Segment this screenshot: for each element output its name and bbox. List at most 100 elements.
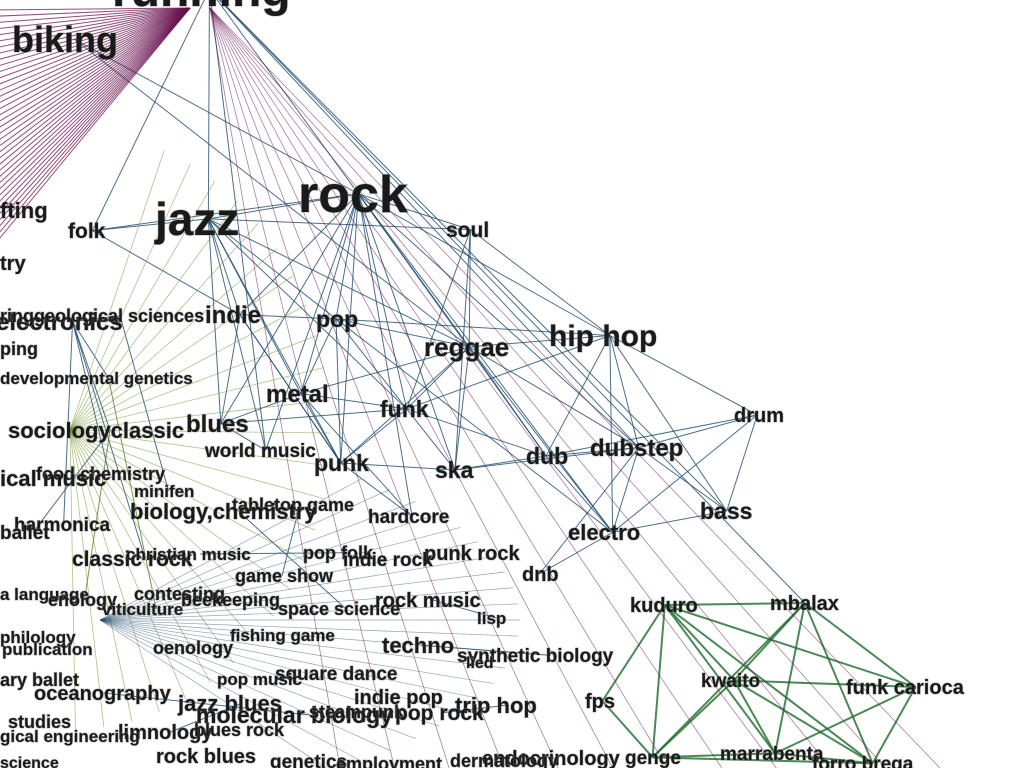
node-label-indie[interactable]: indie (204, 301, 261, 329)
cluster-edge (69, 429, 256, 642)
edge-sociology-ballet (32, 429, 111, 533)
node-label-reggae[interactable]: reggae (423, 331, 509, 362)
node-label-geological-sciences[interactable]: ringgeological sciences (0, 305, 205, 326)
node-label-drum[interactable]: drum (733, 404, 784, 427)
edge-hip_hop-drum (609, 335, 758, 416)
node-label-lisp[interactable]: lisp (476, 608, 506, 628)
node-label-techno[interactable]: techno (381, 632, 454, 658)
node-label-harmonica[interactable]: harmonica (13, 514, 111, 536)
node-label-ary-ballet[interactable]: ary ballet (0, 669, 80, 690)
node-label-forro-brega[interactable]: forro brega (811, 753, 914, 768)
node-label-enology[interactable]: enology (47, 589, 117, 610)
node-label-dnb[interactable]: dnb (521, 563, 559, 586)
node-label-soul[interactable]: soul (445, 218, 489, 242)
edge-rock_music-lisp (432, 599, 497, 619)
node-label-funk[interactable]: funk (379, 395, 429, 422)
node-label-employment[interactable]: employment (335, 753, 442, 768)
node-label-bass[interactable]: bass (699, 497, 753, 524)
node-label-punk-rock[interactable]: punk rock (423, 542, 521, 565)
node-label-biking[interactable]: biking (11, 18, 118, 60)
hub-fan-edge (0, 7, 191, 85)
node-label-jazz[interactable]: jazz (153, 192, 240, 245)
node-label-beekeeping[interactable]: beekeeping (180, 589, 280, 610)
node-label-steampunk[interactable]: steampunk (308, 701, 405, 722)
node-label-mbalax[interactable]: mbalax (769, 592, 839, 615)
node-label-hardcore[interactable]: hardcore (367, 506, 450, 528)
node-label-ballet[interactable]: ballet (0, 522, 51, 544)
node-label-marrabenta[interactable]: marrabenta (719, 743, 824, 765)
node-label-space-science[interactable]: space science (277, 598, 400, 619)
node-label-studies[interactable]: studies (7, 711, 71, 732)
node-label-lied[interactable]: lied (465, 654, 494, 672)
node-label-genge[interactable]: genge (624, 747, 681, 768)
node-label-electro[interactable]: electro (567, 519, 640, 545)
node-label-developmental-genetics[interactable]: developmental genetics (0, 368, 193, 388)
node-label-pop-folk[interactable]: pop folk (302, 542, 374, 563)
edge-running-dubstep (218, 0, 640, 448)
edge-jazz-indie (207, 218, 241, 315)
node-label-blues[interactable]: blues (185, 410, 249, 438)
node-label-pop-music[interactable]: pop music (216, 669, 302, 689)
hub-fan-edge (209, 7, 559, 768)
node-label-ping[interactable]: ping (0, 338, 39, 359)
node-label-limnology[interactable]: limnology (117, 721, 214, 744)
node-label-rock-blues[interactable]: rock blues (155, 745, 256, 768)
node-label-square-dance[interactable]: square dance (274, 663, 398, 685)
node-label-funk-carioca[interactable]: funk carioca (845, 676, 965, 699)
node-label-trip-hop[interactable]: trip hop (454, 692, 537, 718)
node-label-food-chemistry[interactable]: food chemistry (35, 463, 165, 484)
node-label-minifen[interactable]: minifen (133, 481, 195, 501)
node-label-blues-rock[interactable]: blues rock (193, 719, 285, 740)
node-label-genetics[interactable]: genetics (269, 751, 347, 768)
node-label-contesting[interactable]: contesting (133, 583, 225, 604)
node-label-kwaito[interactable]: kwaito (700, 670, 760, 692)
node-label-world-music[interactable]: world music (203, 440, 316, 462)
node-label-dub[interactable]: dub (525, 442, 568, 469)
node-label-hip-hop[interactable]: hip hop (548, 319, 657, 353)
node-label-running[interactable]: running (111, 0, 291, 18)
node-label-punk[interactable]: punk (313, 449, 369, 476)
node-label-rock-music[interactable]: rock music (374, 589, 481, 612)
node-label-ska[interactable]: ska (434, 456, 474, 483)
node-label-crafting[interactable]: fting (0, 197, 48, 223)
node-label-viticulture[interactable]: viticulture (101, 599, 183, 619)
node-label-molecular-biology[interactable]: molecular biology (195, 701, 393, 728)
node-label-electronics[interactable]: electronics (0, 308, 123, 336)
node-label-publication[interactable]: publication (1, 639, 93, 659)
node-label-classic-rock[interactable]: classic rock (71, 547, 193, 571)
node-label-rock[interactable]: rock (297, 165, 408, 224)
node-label-language[interactable]: a language (0, 584, 89, 604)
node-label-pop[interactable]: pop (315, 305, 358, 332)
node-label-dermatology[interactable]: dermatology (449, 750, 558, 768)
node-label-folk[interactable]: folk (67, 219, 106, 243)
node-label-endocrinology[interactable]: endocrinology (481, 747, 621, 768)
node-label-dubstep[interactable]: dubstep (589, 434, 684, 462)
node-label-oenology[interactable]: oenology (152, 637, 233, 658)
node-label-fps[interactable]: fps (584, 690, 615, 713)
node-label-sociology[interactable]: sociologyclassic (7, 417, 184, 443)
node-label-jazz-blues[interactable]: jazz blues (176, 690, 282, 716)
edge-running-folk (91, 0, 205, 231)
node-label-metal[interactable]: metal (265, 380, 329, 408)
hub-fan-edge (0, 7, 191, 227)
edge-funk-blues (220, 408, 407, 425)
node-label-fishing-game[interactable]: fishing game (229, 625, 335, 645)
node-label-indie-pop[interactable]: indie pop (353, 686, 443, 709)
hub-fan-edge (209, 7, 723, 768)
node-label-sience[interactable]: science (0, 754, 59, 768)
node-label-biology-chemistry[interactable]: biology,chemistry (129, 498, 318, 524)
node-label-christian-music[interactable]: christian music (125, 544, 251, 564)
node-label-chemistry[interactable]: try (0, 252, 27, 275)
node-label-synthetic-biology[interactable]: synthetic biology (456, 645, 614, 667)
node-label-indie-rock[interactable]: indie rock (342, 549, 433, 571)
node-label-philology[interactable]: philology (0, 627, 77, 647)
node-label-engineering[interactable]: gical engineering (0, 726, 140, 746)
edge-jazz-punk (207, 218, 342, 464)
edge-kuduro-funk_carioca (664, 604, 916, 688)
node-label-classical-music[interactable]: ical music (0, 465, 107, 491)
node-label-kuduro[interactable]: kuduro (629, 594, 698, 617)
node-label-game-show[interactable]: game show (234, 565, 334, 586)
node-label-oceanography[interactable]: oceanography (33, 682, 172, 705)
node-label-pop-rock[interactable]: pop rock (394, 701, 484, 725)
node-label-tabletop-game[interactable]: tabletop game (231, 494, 354, 515)
